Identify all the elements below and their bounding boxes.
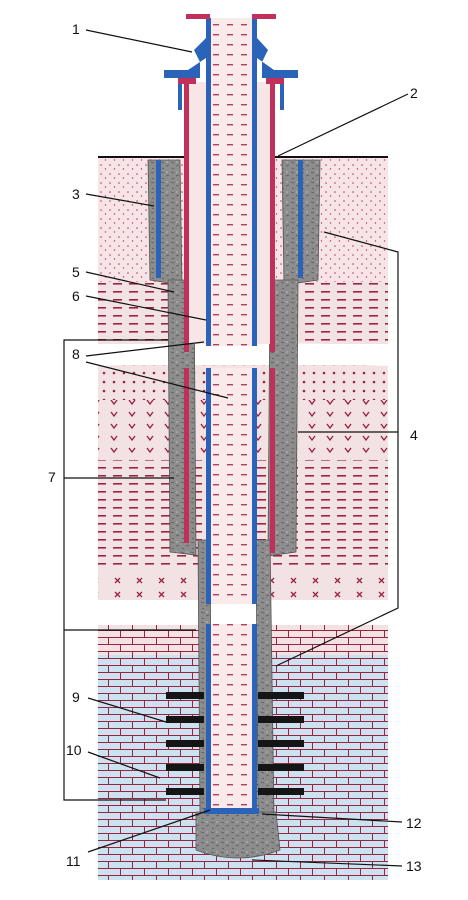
production-casing-left [206, 18, 211, 346]
conductor-casing-right [298, 160, 303, 278]
perforation-left-5 [166, 788, 204, 795]
production-casing-right-low [252, 624, 257, 812]
leader-2 [277, 93, 409, 157]
well-fluid-low [211, 624, 252, 812]
well-fluid-mid [211, 368, 252, 604]
perforation-right-3 [258, 740, 304, 747]
leader-6 [85, 295, 207, 321]
perforation-right-1 [258, 692, 304, 699]
intermediate-casing-right [270, 82, 275, 352]
annulus-upper [189, 82, 206, 344]
leader-10 [87, 751, 161, 779]
bracket-7 [63, 339, 168, 801]
bracket-4 [275, 231, 399, 667]
wellhead-flange [164, 38, 206, 78]
spool-right-leg [280, 84, 284, 110]
callout-6: 6 [72, 288, 80, 304]
intermediate-casing-left-lower [184, 368, 189, 543]
callout-11: 11 [66, 853, 81, 869]
callout-12: 12 [406, 815, 422, 831]
depth-break-upper [98, 343, 388, 366]
leader-1 [85, 29, 193, 53]
intermediate-casing-right-lower [270, 368, 275, 553]
wellhead-icon [164, 14, 298, 110]
callout-2: 2 [410, 85, 418, 101]
perforation-right-2 [258, 716, 304, 723]
leader-12 [261, 813, 403, 823]
callout-9: 9 [72, 689, 80, 705]
callout-13: 13 [406, 858, 422, 874]
production-casing-right-mid [252, 368, 257, 604]
casing-strings [156, 18, 303, 814]
callout-8: 8 [72, 346, 80, 362]
casing-shoe [204, 808, 259, 814]
top-cap-left [186, 14, 210, 19]
leader-11 [87, 809, 211, 853]
top-cap-right [252, 14, 276, 19]
perforation-left-2 [166, 716, 204, 723]
wellhead-flange-right [257, 38, 298, 78]
perforation-right-5 [258, 788, 304, 795]
wellhead-spool-left [178, 78, 196, 84]
callout-5: 5 [72, 264, 80, 280]
depth-break-lower [98, 600, 388, 625]
callout-1: 1 [72, 21, 80, 37]
production-casing-left-mid [206, 368, 211, 604]
callout-4: 4 [410, 427, 418, 443]
leader-5 [85, 271, 175, 293]
callout-10: 10 [66, 742, 82, 758]
perforation-left-1 [166, 692, 204, 699]
production-casing-left-low [206, 624, 211, 812]
wellhead-spool-right [266, 78, 284, 84]
conductor-casing-left [156, 160, 161, 278]
intermediate-casing-left [184, 82, 189, 352]
perforation-right-4 [258, 764, 304, 771]
leader-lines [63, 29, 409, 867]
annulus-upper-right [257, 82, 270, 344]
well-fluid-upper [211, 18, 252, 346]
spool-left-leg [178, 84, 182, 110]
leader-9 [87, 697, 167, 723]
leader-8a [85, 341, 205, 357]
perforation-left-3 [166, 740, 204, 747]
leader-3 [85, 193, 155, 207]
callout-labels: 1 2 3 4 5 6 7 8 9 10 11 12 13 [48, 21, 422, 874]
perforation-left-4 [166, 764, 204, 771]
cement-bottom-plug [195, 811, 281, 859]
callout-3: 3 [72, 186, 80, 202]
perforation-icon [166, 692, 304, 795]
leader-13 [251, 859, 403, 867]
leader-8b [85, 361, 229, 399]
production-casing-right [252, 18, 257, 346]
callout-7: 7 [48, 469, 56, 485]
